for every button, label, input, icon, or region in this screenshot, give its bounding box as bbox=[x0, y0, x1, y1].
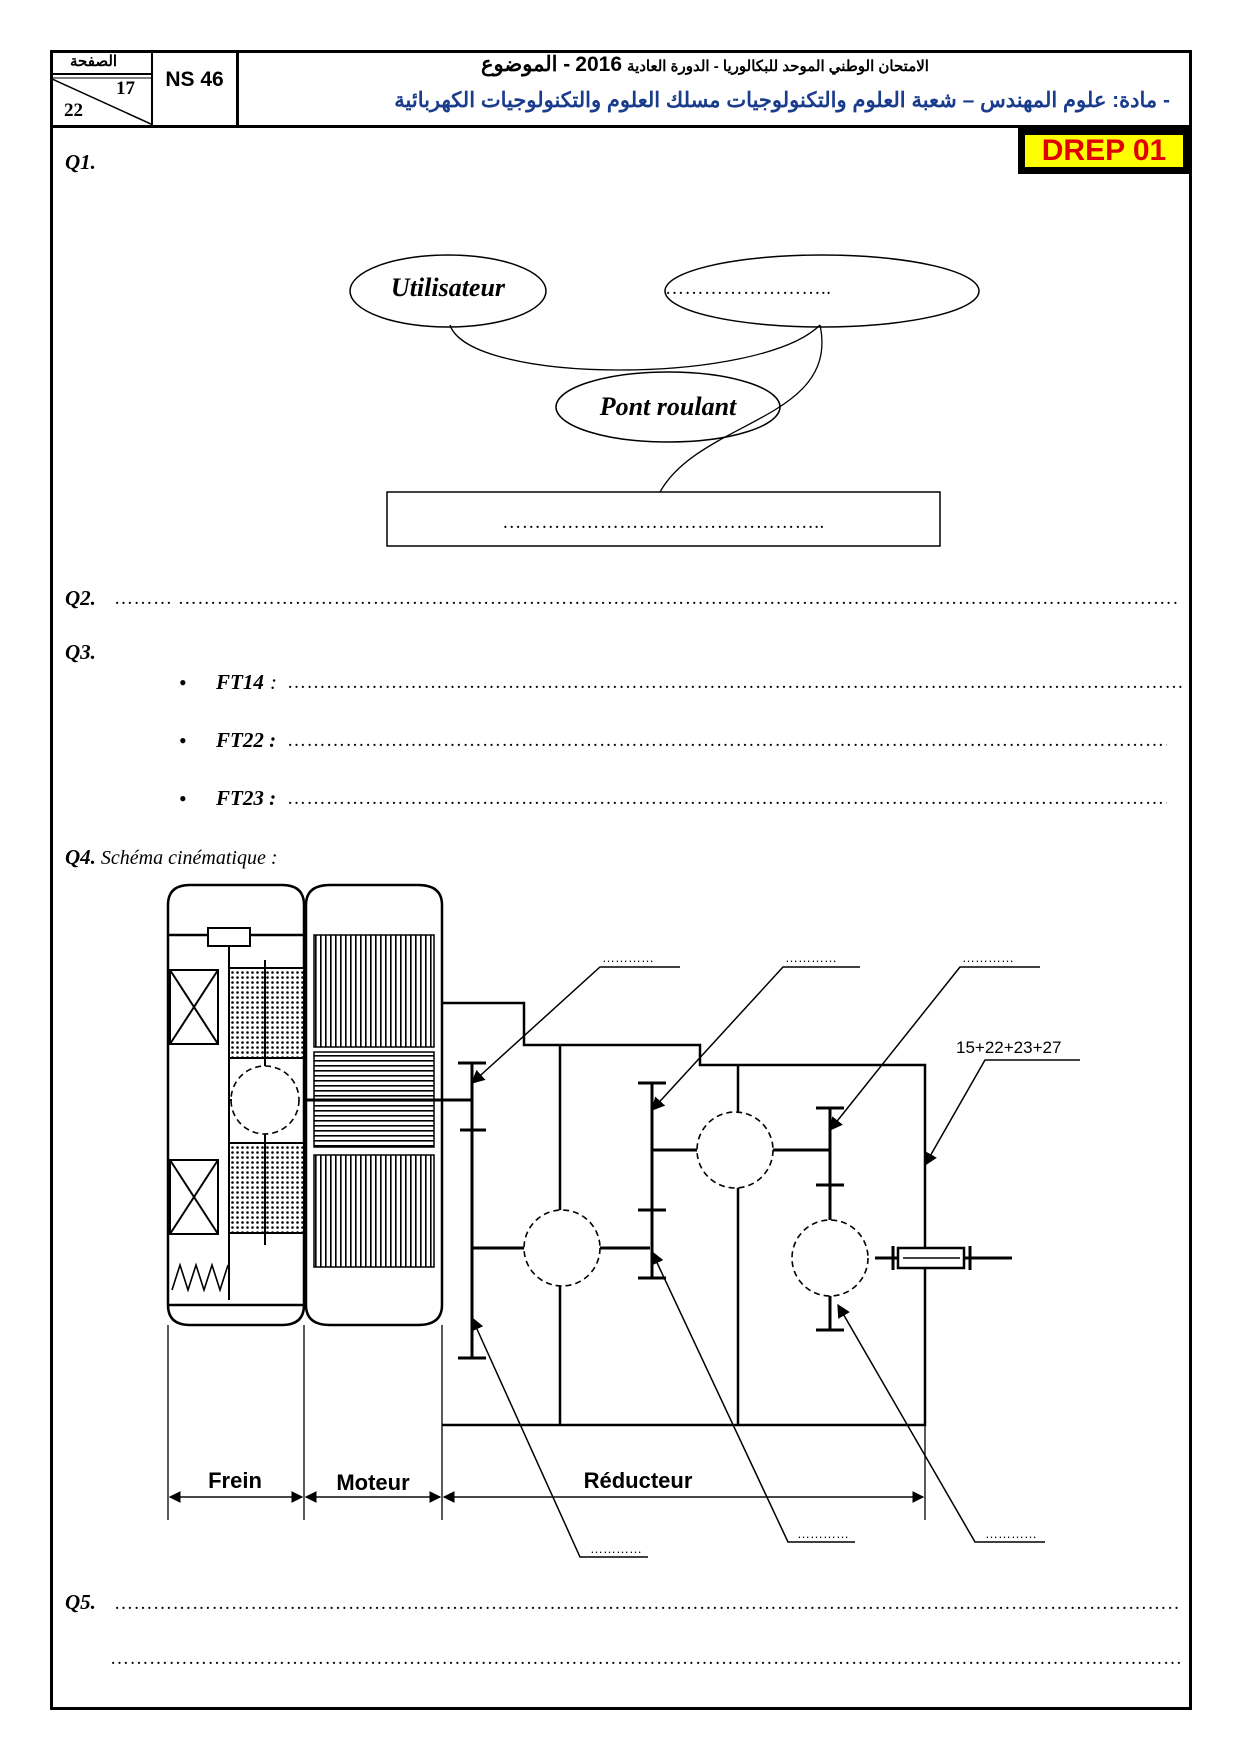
bullet-icon: • bbox=[179, 728, 187, 753]
ft23-answer-field[interactable]: …………………………………………………………………………………………………………… bbox=[287, 788, 1167, 809]
q3-item-ft14: • FT14 : …………………………………………………………………………………… bbox=[175, 670, 1185, 700]
section-moteur: Moteur bbox=[336, 1470, 410, 1495]
blank-bottom-2[interactable]: ………… bbox=[797, 1526, 849, 1541]
q1-label: Q1. bbox=[65, 150, 96, 174]
bubble-product-text: Pont roulant bbox=[599, 392, 737, 421]
motor-housing bbox=[304, 883, 444, 1327]
exam-title-line: الامتحان الوطني الموحد للبكالوريا - الدو… bbox=[245, 52, 1165, 77]
leader-lines bbox=[470, 966, 1080, 1558]
exam-code: NS 46 bbox=[153, 50, 239, 125]
exam-title-prefix: الامتحان الوطني الموحد للبكالوريا - الدو… bbox=[627, 58, 929, 75]
page-current: 17 bbox=[116, 78, 135, 99]
q5-label: Q5. bbox=[65, 1590, 96, 1614]
reducer-housing bbox=[442, 1001, 927, 1427]
q4-label: Q4. bbox=[65, 845, 96, 869]
q5-answer-field-1[interactable]: …………………………………………………………………………………………………………… bbox=[114, 1593, 1180, 1614]
reducer-stage-2 bbox=[638, 1081, 830, 1280]
blank-bottom-3[interactable]: ………… bbox=[985, 1526, 1037, 1541]
q4-heading: Q4. Schéma cinématique : bbox=[65, 845, 278, 870]
dimension-lines bbox=[167, 1325, 926, 1520]
kinematic-diagram: ………… ………… ………… 15+22+23+27 ………… ………… ………… bbox=[166, 883, 1080, 1558]
link-user-other bbox=[449, 324, 821, 371]
bullet-icon: • bbox=[179, 786, 187, 811]
motor-stator-bottom bbox=[313, 1154, 435, 1268]
blank-bottom-1[interactable]: ………… bbox=[590, 1541, 642, 1556]
exam-subject-text: - مادة: علوم المهندس – شعبة العلوم والتك… bbox=[394, 89, 1170, 112]
reducer-stage-3 bbox=[791, 1106, 1012, 1332]
q4-title: Schéma cinématique : bbox=[95, 847, 278, 869]
ft23-name: FT23 : bbox=[216, 786, 277, 810]
q3-label: Q3. bbox=[65, 640, 96, 664]
function-box bbox=[386, 491, 941, 547]
section-frein: Frein bbox=[208, 1468, 262, 1493]
bubble-other bbox=[664, 254, 980, 328]
page-label: الصفحة bbox=[70, 53, 118, 70]
q1-interaction-diagram bbox=[349, 254, 980, 547]
bubble-user-text: Utilisateur bbox=[390, 273, 506, 302]
blank-top-3[interactable]: ………… bbox=[962, 950, 1014, 965]
brake-internals bbox=[169, 927, 305, 1300]
header-page-cell: الصفحة 17 22 bbox=[50, 50, 153, 125]
bullet-icon: • bbox=[179, 670, 187, 695]
q2-answer-field[interactable]: ……… ………………………………………………………………………………………………… bbox=[114, 588, 1180, 609]
blank-top-2[interactable]: ………… bbox=[785, 950, 837, 965]
section-reducteur: Réducteur bbox=[584, 1468, 693, 1493]
page-diagonal bbox=[50, 73, 153, 125]
exam-year: 2016 bbox=[575, 53, 623, 76]
bubble-user bbox=[349, 254, 547, 328]
blank-top-1[interactable]: ………… bbox=[602, 950, 654, 965]
doc-tag-badge: DREP 01 bbox=[1018, 128, 1190, 174]
link-other-function bbox=[659, 324, 823, 493]
q5-answer-field-2[interactable]: …………………………………………………………………………………………………………… bbox=[110, 1648, 1180, 1669]
q2-label: Q2. bbox=[65, 586, 96, 610]
function-box-field[interactable]: ………………………………………….. bbox=[502, 512, 825, 533]
page-frame bbox=[50, 50, 1192, 1710]
ft14-sep: : bbox=[270, 670, 277, 694]
q3-item-ft22: • FT22 : …………………………………………………………………………………… bbox=[175, 728, 1185, 758]
exam-subject-word: - الموضوع bbox=[481, 53, 571, 76]
ft22-name: FT22 : bbox=[216, 728, 277, 752]
ft22-answer-field[interactable]: …………………………………………………………………………………………………………… bbox=[287, 730, 1167, 751]
ft14-name: FT14 bbox=[216, 670, 264, 694]
doc-tag-text: DREP 01 bbox=[1024, 134, 1184, 168]
ref-label: 15+22+23+27 bbox=[956, 1038, 1061, 1057]
exam-subject-line: - مادة: علوم المهندس – شعبة العلوم والتك… bbox=[245, 88, 1170, 113]
bubble-other-field[interactable]: …………………….. bbox=[665, 278, 832, 299]
header-divider bbox=[50, 125, 1192, 128]
exam-code-text: NS 46 bbox=[165, 68, 224, 91]
page-total: 22 bbox=[64, 100, 83, 121]
ft14-answer-field[interactable]: …………………………………………………………………………………………………………… bbox=[287, 672, 1185, 693]
q3-item-ft23: • FT23 : …………………………………………………………………………………… bbox=[175, 786, 1185, 816]
motor-stator-top bbox=[313, 934, 435, 1048]
reducer-stage-1 bbox=[458, 1061, 650, 1360]
